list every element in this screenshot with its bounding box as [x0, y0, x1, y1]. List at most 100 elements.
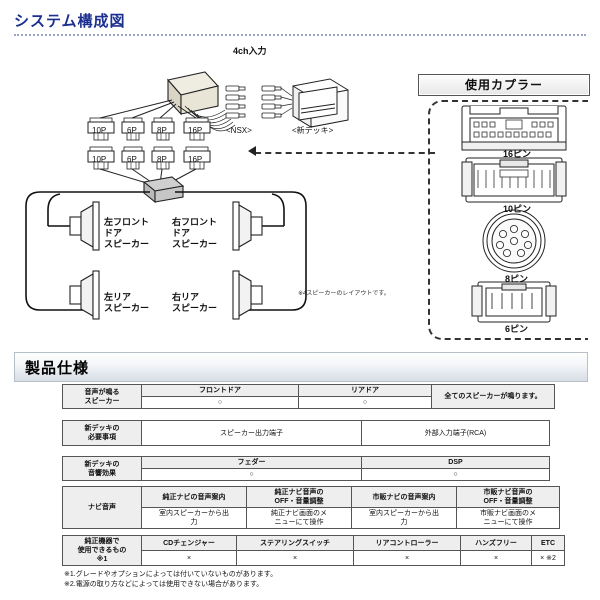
lr-line2: スピーカー: [104, 303, 150, 313]
pin-label-10: 10ピン: [503, 204, 532, 214]
rf-line2: ドア: [172, 228, 191, 238]
connector-label-bottom-6p: 6P: [127, 155, 137, 164]
t4-h4-l2: OFF・音量調整: [483, 498, 533, 505]
spec-table-navigation-audio: ナビ音声 純正ナビの音声案内 純正ナビ音声の OFF・音量調整 市販ナビの音声案…: [62, 486, 560, 529]
spec-table-sound-effects: 新デッキの 音響効果 フェダー DSP ○ ○: [62, 456, 550, 481]
connector-label-bottom-10p: 10P: [92, 155, 107, 164]
connector-label-top-6p: 6P: [127, 126, 137, 135]
connector-label-top-10p: 10P: [92, 126, 107, 135]
table-row: 新デッキの 必要事項 スピーカー出力端子 外部入力端子(RCA): [62, 420, 550, 446]
rf-line3: スピーカー: [172, 239, 218, 249]
harness-label: <NSX>: [226, 126, 252, 135]
footnotes: ※1.グレードやオプションによっては付いていないものがあります。 ※2.電源の取…: [64, 570, 277, 590]
page-title: システム構成図: [14, 13, 126, 30]
product-spec-title: 製品仕様: [25, 360, 90, 377]
lf-line2: ドア: [104, 228, 123, 238]
label-right-rear-speaker: 右リア スピーカー: [172, 292, 217, 314]
connector-label-top-8p: 8P: [157, 126, 167, 135]
t5-rh-line2: 使用できるもの: [77, 547, 127, 554]
coupler-panel-title-box: 使用カプラー: [418, 74, 590, 96]
coupler-10pin-illustration: [461, 157, 567, 203]
t3-rh-line2: 音響効果: [88, 469, 116, 477]
row-header-sounding-speakers: 音声が鳴る スピーカー: [62, 384, 142, 409]
speaker-right-front: [232, 201, 263, 251]
system-diagram-section-header: システム構成図: [0, 8, 600, 38]
cell-all-speakers-note: 全てのスピーカーが鳴ります。: [431, 384, 555, 409]
spec-table-sounding-speakers: 音声が鳴る スピーカー フロントドア リアドア 全てのスピーカーが鳴ります。 ○…: [62, 384, 555, 409]
connector-label-bottom-8p: 8P: [157, 155, 167, 164]
pin-label-16: 16ピン: [503, 149, 532, 159]
value-market-nav-guide: 室内スピーカーから出 力: [351, 507, 457, 529]
wiring-illustration: [25, 71, 567, 323]
table-row: ○ ○: [63, 468, 550, 481]
lr-line1: 左リア: [104, 292, 132, 302]
t1-rh-line2: スピーカー: [84, 397, 120, 405]
lf-line1: 左フロント: [104, 217, 150, 227]
table-row: 純正機器で 使用できるもの ※1 CDチェンジャー ステアリングスイッチ リアコ…: [62, 535, 565, 566]
t4-v1-l2: 力: [190, 519, 198, 526]
coupler-panel-dashed-boundary: [428, 100, 588, 340]
t5-rh-line1: 純正機器で: [84, 538, 120, 545]
product-spec-section-header: 製品仕様: [14, 352, 588, 382]
coupler-callout-arrow-icon: [248, 146, 256, 156]
connector-label-bottom-16p: 16P: [188, 155, 203, 164]
footnote-2: ※2.電源の取り方などによっては使用できない場合があります。: [64, 581, 264, 588]
pin-label-8: 8ピン: [505, 274, 529, 284]
value-dsp: ○: [361, 468, 550, 481]
cell-speaker-output-terminal: スピーカー出力端子: [141, 420, 362, 446]
value-etc: × ※2: [531, 550, 565, 566]
value-hands-free: ×: [460, 550, 532, 566]
table-row: × × × × × ※2: [63, 550, 565, 566]
value-cd-changer: ×: [141, 550, 237, 566]
row-header-sound-effects: 新デッキの 音響効果: [62, 456, 142, 481]
col-header-market-nav-off-volume: 市販ナビ音声の OFF・音量調整: [456, 486, 560, 508]
t5-rh-line3: ※1: [96, 556, 108, 563]
col-header-market-nav-guide: 市販ナビの音声案内: [351, 486, 457, 508]
row-header-usable-genuine-equipment: 純正機器で 使用できるもの ※1: [62, 535, 142, 566]
col-header-hands-free: ハンズフリー: [460, 535, 532, 551]
input-label: 4ch入力: [233, 46, 267, 56]
table-row: ナビ音声 純正ナビの音声案内 純正ナビ音声の OFF・音量調整 市販ナビの音声案…: [62, 486, 560, 529]
title-divider: [14, 34, 586, 36]
t4-v2-l1: 純正ナビ画面のメ: [271, 510, 327, 517]
value-front-door: ○: [141, 396, 299, 409]
speaker-layout-note: ※4スピーカーのレイアウトです。: [298, 291, 390, 297]
value-market-nav-off-volume: 市販ナビ画面のメ ニューにて操作: [456, 507, 560, 529]
col-header-dsp: DSP: [361, 456, 550, 469]
label-left-front-door-speaker: 左フロント ドア スピーカー: [104, 217, 149, 250]
t4-h4-l1: 市販ナビ音声の: [483, 489, 533, 496]
col-header-rear-door: リアドア: [298, 384, 432, 397]
rf-line1: 右フロント: [172, 217, 218, 227]
t1-rh-line1: 音声が鳴る: [84, 388, 120, 396]
col-header-front-door: フロントドア: [141, 384, 299, 397]
value-rear-door: ○: [298, 396, 432, 409]
footnote-1: ※1.グレードやオプションによっては付いていないものがあります。: [64, 571, 278, 578]
deck-label: <新デッキ>: [292, 126, 334, 135]
col-header-genuine-nav-off-volume: 純正ナビ音声の OFF・音量調整: [246, 486, 352, 508]
t4-v1-l1: 室内スピーカーから出: [159, 510, 229, 517]
connector-label-top-16p: 16P: [188, 126, 203, 135]
row-header-navigation-audio: ナビ音声: [62, 486, 142, 529]
t4-h2-l2: OFF・音量調整: [274, 498, 324, 505]
t4-v4-l2: ニューにて操作: [483, 519, 533, 526]
table-row: 室内スピーカーから出 力 純正ナビ画面のメ ニューにて操作 室内スピーカーから出…: [63, 507, 560, 529]
col-header-fader: フェダー: [141, 456, 362, 469]
system-diagram: 使用カプラー 16ピン 10ピン 8ピン 6ピン 10P 6P 8P 16P 1…: [0, 34, 600, 340]
col-header-etc: ETC: [531, 535, 565, 551]
col-header-genuine-nav-guide: 純正ナビの音声案内: [141, 486, 247, 508]
t4-h3-l1: 市販ナビの音声案内: [372, 493, 436, 501]
value-fader: ○: [141, 468, 362, 481]
col-header-rear-controller: リアコントローラー: [353, 535, 461, 551]
lf-line3: スピーカー: [104, 239, 150, 249]
col-header-cd-changer: CDチェンジャー: [141, 535, 237, 551]
speaker-left-rear: [69, 270, 100, 320]
t4-v3-l2: 力: [400, 519, 408, 526]
coupler-panel-title: 使用カプラー: [464, 78, 543, 92]
value-genuine-nav-guide: 室内スピーカーから出 力: [141, 507, 247, 529]
rr-line1: 右リア: [172, 292, 200, 302]
value-genuine-nav-off-volume: 純正ナビ画面のメ ニューにて操作: [246, 507, 352, 529]
coupler-callout-line: [255, 152, 435, 154]
t4-h1-l1: 純正ナビの音声案内: [162, 493, 226, 501]
value-rear-controller: ×: [353, 550, 461, 566]
t2-rh-line2: 必要事項: [88, 434, 116, 441]
